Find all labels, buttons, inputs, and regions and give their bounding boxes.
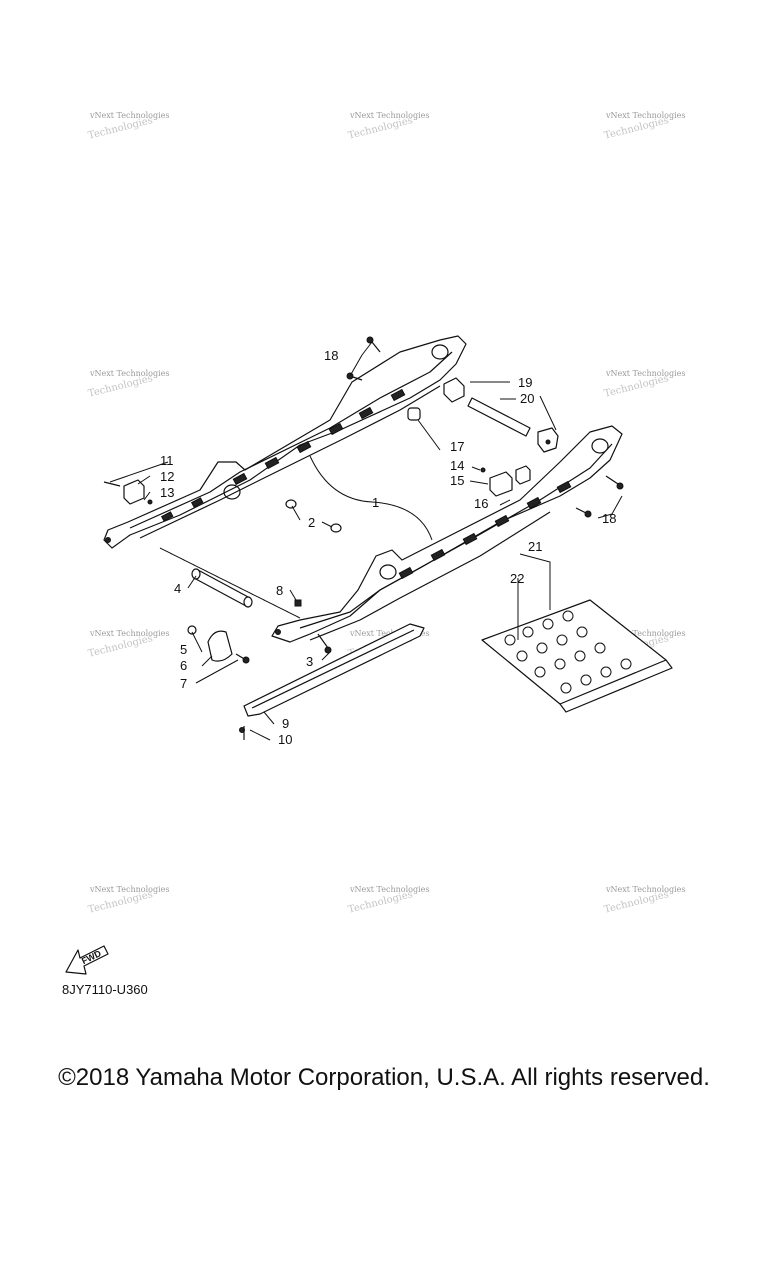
callout-18-top: 18 <box>324 348 338 363</box>
slide-runner <box>239 623 425 740</box>
watermark-text: vNext Technologies <box>349 629 429 638</box>
callout-9: 9 <box>282 716 289 731</box>
watermark: Technologies vNext Technologies <box>347 111 429 142</box>
leader-lines <box>109 341 623 741</box>
callout-4: 4 <box>174 581 181 596</box>
small-bolts <box>294 599 332 654</box>
watermark: Technologies vNext Technologies <box>603 111 685 142</box>
bushing <box>407 407 421 421</box>
callout-21: 21 <box>528 539 542 554</box>
callout-6: 6 <box>180 658 187 673</box>
watermark-text: vNext Technologies <box>349 885 429 894</box>
watermark: Technologies vNext Technologies <box>603 885 685 916</box>
callout-20: 20 <box>520 391 534 406</box>
watermark: Technologies vNext Technologies <box>603 369 685 400</box>
callout-14: 14 <box>450 458 464 473</box>
callout-7: 7 <box>180 676 187 691</box>
callout-13: 13 <box>160 485 174 500</box>
copyright-notice: ©2018 Yamaha Motor Corporation, U.S.A. A… <box>58 1064 710 1091</box>
watermark-text: vNext Technologies <box>89 885 169 894</box>
watermark-text: vNext Technologies <box>89 111 169 120</box>
cross-shaft <box>191 568 253 608</box>
callout-18-bottom: 18 <box>602 511 616 526</box>
watermark-text: vNext Technologies <box>605 885 685 894</box>
callout-15: 15 <box>450 473 464 488</box>
watermark: Technologies vNext Technologies <box>87 111 169 142</box>
watermark-text: vNext Technologies <box>89 629 169 638</box>
diagram-code: 8JY7110-U360 <box>62 982 148 997</box>
callout-3: 3 <box>306 654 313 669</box>
callout-2: 2 <box>308 515 315 530</box>
callout-1: 1 <box>372 495 379 510</box>
watermark-text: vNext Technologies <box>605 369 685 378</box>
callout-10: 10 <box>278 732 292 747</box>
watermark: Technologies vNext Technologies <box>87 629 169 660</box>
washers <box>285 499 342 533</box>
callout-19: 19 <box>518 375 532 390</box>
callout-11: 11 <box>160 453 174 468</box>
watermark-text: vNext Technologies <box>349 111 429 120</box>
callout-22: 22 <box>510 571 524 586</box>
watermark-text: vNext Technologies <box>605 629 685 638</box>
callout-5: 5 <box>180 642 187 657</box>
watermark: Technologies vNext Technologies <box>87 369 169 400</box>
watermark-text: vNext Technologies <box>605 111 685 120</box>
slide-block <box>187 625 250 664</box>
rail-left <box>103 335 467 549</box>
track-section <box>481 599 673 713</box>
watermark: Technologies vNext Technologies <box>347 885 429 916</box>
callout-17: 17 <box>450 439 464 454</box>
callout-16: 16 <box>474 496 488 511</box>
rail-right <box>271 425 623 643</box>
rear-shaft <box>443 377 559 453</box>
stopper-block <box>480 465 531 497</box>
fwd-arrow-icon: FWD <box>65 945 109 975</box>
callout-8: 8 <box>276 583 283 598</box>
watermark: Technologies vNext Technologies <box>87 885 169 916</box>
callout-labels: 18 19 20 17 14 15 16 18 1 2 3 4 5 6 7 8 … <box>160 348 616 747</box>
bolts <box>346 336 624 518</box>
callout-12: 12 <box>160 469 174 484</box>
watermark-text: vNext Technologies <box>89 369 169 378</box>
front-block <box>103 479 153 505</box>
